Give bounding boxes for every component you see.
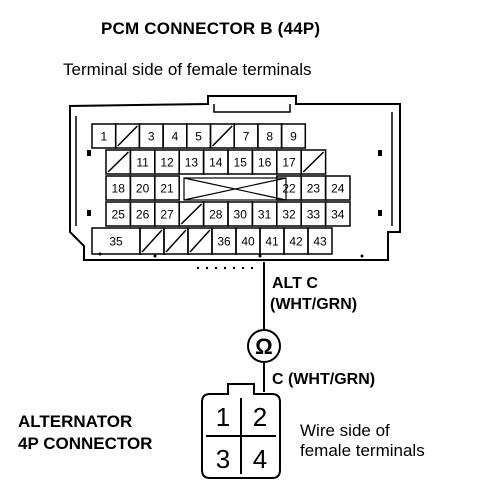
pcm-terminal-number: 20	[136, 182, 150, 196]
pcm-terminal-number: 7	[243, 130, 250, 144]
wire-side-line1: Wire side of	[300, 421, 390, 440]
pcm-terminal-number: 27	[160, 208, 174, 222]
pcm-cavity	[324, 175, 351, 201]
pcm-terminal-number: 24	[331, 182, 345, 196]
pcm-terminal-number: 35	[109, 235, 123, 249]
unused-cavity-slash	[302, 151, 325, 173]
pcm-terminal-grid	[91, 123, 351, 255]
pcm-terminal-number: 11	[136, 156, 149, 170]
pcm-terminal-number: 23	[307, 182, 321, 196]
diagram-subtitle: Terminal side of female terminals	[63, 60, 312, 79]
pcm-terminal-number: 13	[185, 156, 199, 170]
pcm-cavity	[300, 149, 327, 175]
pcm-terminal-number: 41	[265, 235, 279, 249]
unused-cavity-slash	[211, 125, 233, 147]
pcm-cavity	[324, 201, 351, 227]
alternator-connector-housing	[201, 383, 281, 479]
unused-cavity-slash	[107, 151, 129, 173]
pcm-terminal-number: 43	[313, 235, 327, 249]
pcm-cavity	[154, 175, 180, 201]
ohm-glyph: Ω	[255, 334, 273, 359]
pcm-terminal-number: 31	[258, 208, 272, 222]
unused-cavity-slash	[117, 125, 138, 147]
unused-cavity-slash	[180, 203, 203, 225]
pcm-terminal-number: 5	[195, 130, 202, 144]
pcm-terminal-number: 15	[234, 156, 248, 170]
alt-c-label: ALT C	[272, 275, 318, 292]
alternator-label-line1: ALTERNATOR	[18, 412, 133, 431]
pcm-cavity	[307, 227, 333, 255]
pcm-terminal-number: 1	[101, 130, 108, 144]
unused-cavity-slash	[189, 229, 211, 253]
pcm-terminal-number: 26	[136, 208, 150, 222]
pcm-terminal-number: 16	[258, 156, 272, 170]
ohmmeter-symbol	[247, 329, 281, 363]
alt-terminal-1: 1	[216, 402, 230, 432]
pcm-terminal-number: 8	[266, 130, 273, 144]
pcm-terminal-number: 32	[282, 208, 296, 222]
alt-terminal-4: 4	[253, 444, 267, 474]
pcm-terminal-number: 3	[148, 130, 155, 144]
alt-terminal-2: 2	[253, 402, 267, 432]
pcm-terminal-number: 33	[307, 208, 321, 222]
alt-terminal-3: 3	[216, 444, 230, 474]
alt-c-color-label: (WHT/GRN)	[270, 296, 358, 313]
pcm-terminal-number: 18	[112, 182, 126, 196]
pcm-connector-housing	[69, 95, 401, 261]
unused-cavity-slash	[141, 229, 163, 253]
pcm-terminal-number: 36	[217, 235, 231, 249]
pcm-terminal-number: 14	[209, 156, 223, 170]
pcm-terminal-number: 22	[282, 182, 296, 196]
pcm-terminal-number: 17	[282, 156, 296, 170]
pcm-terminal-number: 21	[160, 182, 174, 196]
pcm-terminal-number: 4	[172, 130, 179, 144]
diagram-title: PCM CONNECTOR B (44P)	[101, 19, 321, 38]
alternator-terminal-labels: 1 2 3 4	[216, 402, 267, 474]
unused-cavity-cross	[183, 177, 287, 201]
pcm-terminal-number: 34	[331, 208, 345, 222]
pcm-terminal-number: 40	[241, 235, 255, 249]
pcm-terminal-number: 28	[209, 208, 223, 222]
unused-cavity-slash	[165, 229, 187, 253]
c-wire-label: C (WHT/GRN)	[272, 371, 376, 388]
wire-side-line2: female terminals	[300, 441, 425, 460]
pcm-terminal-number: 42	[289, 235, 303, 249]
pcm-terminal-number: 12	[160, 156, 174, 170]
alternator-label-line2: 4P CONNECTOR	[18, 434, 153, 453]
pcm-terminal-number: 9	[290, 130, 297, 144]
pcm-cavity	[280, 123, 307, 149]
pcm-terminal-number: 30	[234, 208, 248, 222]
pcm-terminal-number: 25	[112, 208, 126, 222]
